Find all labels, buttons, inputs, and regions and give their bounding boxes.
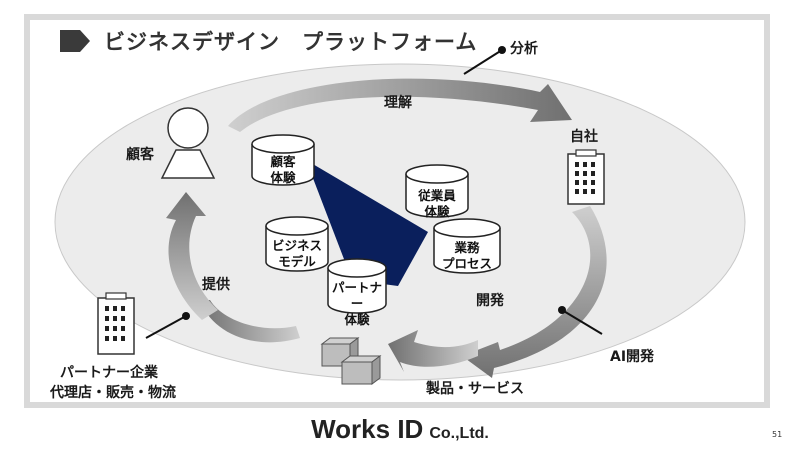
cylinder-business-model xyxy=(265,216,329,272)
label-products-services: 製品・サービス xyxy=(426,381,524,397)
arrow-provide-lower xyxy=(200,300,300,343)
customer-person-icon xyxy=(160,107,216,179)
footer-brand: Works ID xyxy=(311,414,424,444)
label-own-company: 自社 xyxy=(570,129,598,145)
footer-brand-suffix: Co.,Ltd. xyxy=(429,425,489,442)
connector-ai-dev xyxy=(558,306,603,335)
page-number: 51 xyxy=(772,430,783,439)
cylinder-label-customer-experience: 顧客 体験 xyxy=(270,154,296,185)
label-partner-line2: 代理店・販売・物流 xyxy=(50,385,176,401)
cylinder-label-partner-experience: パートナー 体験 xyxy=(331,280,382,327)
cylinder-label-business-model: ビジネス モデル xyxy=(271,238,322,269)
connector-partner xyxy=(145,312,190,339)
cylinder-partner-experience xyxy=(327,258,387,314)
connection-shape xyxy=(306,160,428,286)
connector-analysis xyxy=(463,46,506,75)
company-building-icon xyxy=(567,149,605,205)
label-ai-dev: AI開発 xyxy=(610,349,655,365)
cylinder-employee-experience xyxy=(405,164,469,218)
arrow-products xyxy=(388,330,478,372)
arrow-develop xyxy=(462,206,607,378)
partner-building-icon xyxy=(97,292,135,355)
slide-frame xyxy=(24,14,770,408)
cylinder-customer-experience xyxy=(251,134,315,186)
label-analysis: 分析 xyxy=(510,41,538,57)
label-partner-line1: パートナー企業 xyxy=(60,365,158,381)
label-understanding: 理解 xyxy=(384,95,412,111)
label-customer: 顧客 xyxy=(126,147,154,163)
label-provide: 提供 xyxy=(202,277,230,293)
cylinder-label-employee-experience: 従業員 体験 xyxy=(418,188,456,219)
cylinder-label-business-process: 業務 プロセス xyxy=(441,240,492,271)
cylinder-business-process xyxy=(433,218,501,274)
footer-logo: Works ID Co.,Ltd. xyxy=(0,414,800,445)
product-boxes-icon xyxy=(320,337,382,385)
arrow-provide xyxy=(166,192,218,320)
slide-title-text: ビジネスデザイン プラットフォーム xyxy=(104,30,478,54)
arrow-understanding xyxy=(228,78,572,132)
label-develop: 開発 xyxy=(476,293,504,309)
title-marker-icon xyxy=(60,30,90,52)
slide-title: ビジネスデザイン プラットフォーム xyxy=(60,26,477,56)
